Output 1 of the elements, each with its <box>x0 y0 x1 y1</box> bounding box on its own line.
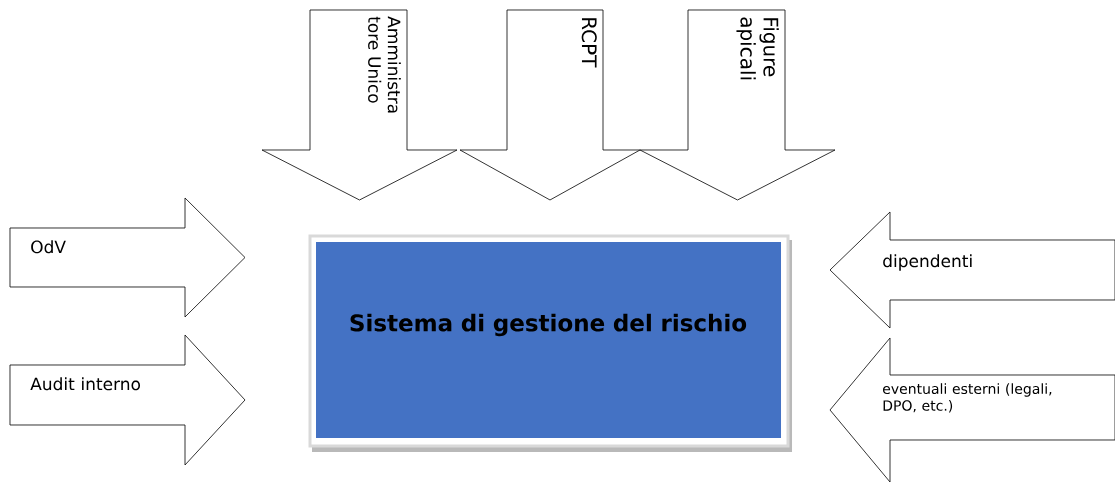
process-box: Sistema di gestione del rischio <box>308 234 792 452</box>
